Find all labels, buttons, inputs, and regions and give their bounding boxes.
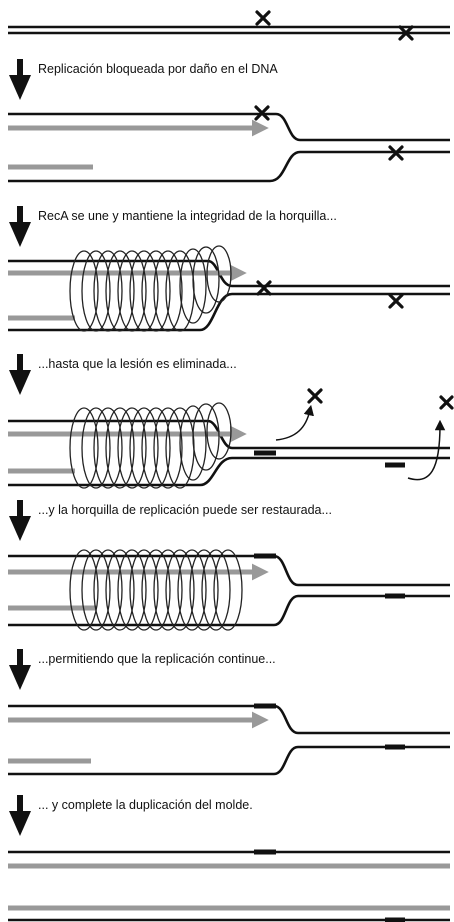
- lesion-removal-arrow-icon: [407, 419, 446, 481]
- down-arrow-icon: [9, 500, 31, 541]
- down-arrow-icon: [9, 206, 31, 247]
- step-caption-duplication-complete: ... y complete la duplicación del molde.: [38, 798, 253, 812]
- stage-1-stalled-fork: [8, 105, 450, 183]
- stage-4-fork-restored: [8, 549, 450, 631]
- step-caption-lesion-removal: ...hasta que la lesión es eliminada...: [38, 357, 237, 371]
- lesion-x-icon: [307, 388, 323, 404]
- lesion-x-icon: [254, 105, 270, 121]
- step-caption-replication-continues: ...permitiendo que la replicación contin…: [38, 652, 276, 666]
- recA-filament: [69, 402, 232, 489]
- step-caption-fork-restored: ...y la horquilla de replicación puede s…: [38, 503, 332, 517]
- stage-5-replication-continues: [8, 703, 450, 776]
- down-arrow-icon: [9, 795, 31, 836]
- recA-filament: [69, 245, 232, 332]
- lesion-x-icon: [255, 10, 271, 26]
- lesion-removal-arrow-icon: [275, 404, 314, 441]
- stage-2-recA-bound: [8, 245, 450, 332]
- lesion-x-icon: [388, 293, 404, 309]
- lesion-x-icon: [439, 395, 454, 410]
- stage-3-lesion-removal: [8, 388, 454, 489]
- step-caption-recA-binding: RecA se une y mantiene la integridad de …: [38, 209, 337, 223]
- down-arrow-icon: [9, 649, 31, 690]
- step-caption-stall: Replicación bloqueada por daño en el DNA: [38, 62, 278, 76]
- stage-6-duplication-complete: [8, 849, 450, 922]
- lesion-x-icon: [398, 25, 414, 41]
- recA-filament: [69, 549, 243, 631]
- lesion-x-icon: [256, 280, 272, 296]
- lesion-x-icon: [388, 145, 404, 161]
- stage-0-template: [8, 10, 450, 41]
- down-arrow-icon: [9, 59, 31, 100]
- down-arrow-icon: [9, 354, 31, 395]
